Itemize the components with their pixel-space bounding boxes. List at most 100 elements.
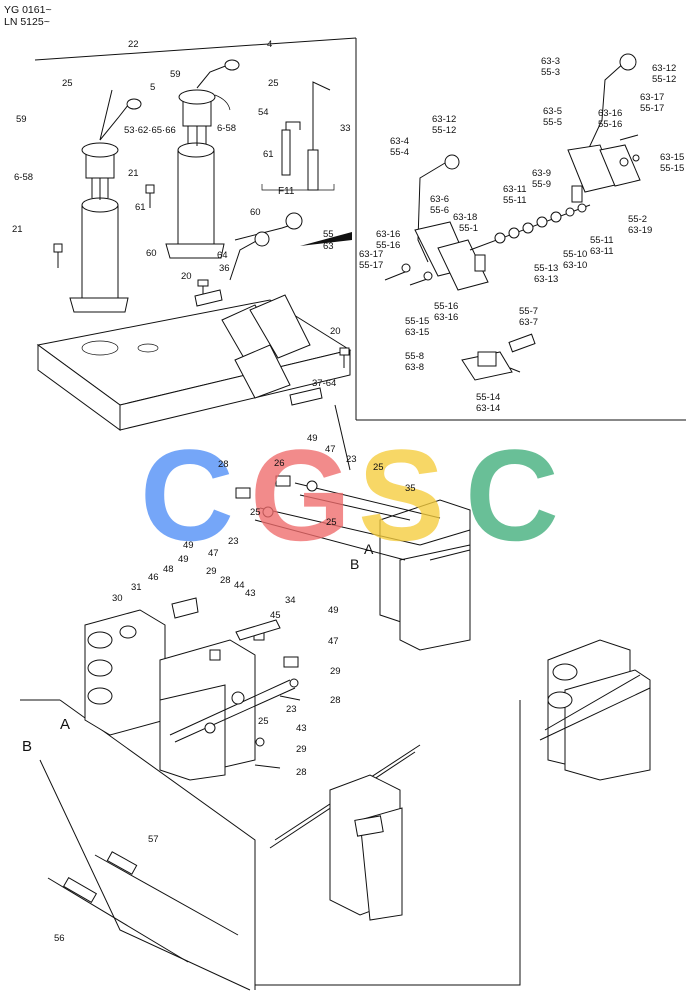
callout: 6-58: [217, 123, 236, 134]
callout: 63-19: [628, 225, 652, 236]
callout: 55-3: [541, 67, 560, 78]
watermark-letter-3: S: [358, 422, 445, 568]
callout: 25: [373, 462, 384, 473]
callout: 25: [62, 78, 73, 89]
callout: 61: [263, 149, 274, 160]
callout: 63-6: [430, 194, 449, 205]
callout: 63-10: [563, 260, 587, 271]
callout: 63-15: [405, 327, 429, 338]
section-marks: A B A B: [22, 541, 374, 755]
callout: 34: [285, 595, 296, 606]
callout: 35: [405, 483, 416, 494]
callout: 49: [328, 605, 339, 616]
callout: 43: [245, 588, 256, 599]
callout: 29: [330, 666, 341, 677]
section-mark-b-upper: B: [350, 556, 359, 572]
callout: 63-4: [390, 136, 409, 147]
callout: 55-16: [376, 240, 400, 251]
model-code-line2: LN 5125~: [4, 16, 50, 28]
callout: 48: [163, 564, 174, 575]
callout: 64: [217, 250, 228, 261]
callout: 63-18: [453, 212, 477, 223]
callout: 63-15: [660, 152, 684, 163]
callout: 63-13: [534, 274, 558, 285]
callout: 23: [286, 704, 297, 715]
callout: 55-12: [652, 74, 676, 85]
callout: 55-17: [640, 103, 664, 114]
callout: 33: [340, 123, 351, 134]
callout: 55-15: [660, 163, 684, 174]
callout: 55-13: [534, 263, 558, 274]
callout: 59: [170, 69, 181, 80]
callout: 28: [218, 459, 229, 470]
watermark-letter-4: C: [465, 422, 559, 568]
callout: 29: [296, 744, 307, 755]
callout: 28: [330, 695, 341, 706]
callout: 63-16: [598, 108, 622, 119]
callout: 55-2: [628, 214, 647, 225]
callout: 55-8: [405, 351, 424, 362]
callout: 63-12: [652, 63, 676, 74]
callout: 49: [183, 540, 194, 551]
callouts-lower: 49 47 23 25 28 26 35 25 49 47 23 25 34 4…: [54, 433, 416, 944]
watermark-letter-2: G: [250, 422, 351, 568]
callout: 55-11: [590, 235, 614, 246]
callouts-left: 22 4 5 59 25 25 59 53·62·65·66 6-58 6-58…: [12, 39, 351, 389]
callout: 4: [267, 39, 272, 50]
callout: 45: [270, 610, 281, 621]
cable-assembly: [47, 475, 651, 963]
callout: 55-10: [563, 249, 587, 260]
callout: 28: [296, 767, 307, 778]
callout: 55: [323, 229, 334, 240]
callout: 63-11: [590, 246, 614, 257]
callout: 47: [328, 636, 339, 647]
callouts-inset: 63-3 55-3 63-12 55-12 63-17 55-17 63-16 …: [359, 56, 684, 414]
callout: 63-16: [434, 312, 458, 323]
watermark: C G S C: [140, 422, 559, 568]
callout: 55-12: [432, 125, 456, 136]
callout: 25: [258, 716, 269, 727]
callout: 37-64: [312, 378, 336, 389]
callout: 63-7: [519, 317, 538, 328]
callout: 5: [150, 82, 155, 93]
callout: 36: [219, 263, 230, 274]
callout: 22: [128, 39, 139, 50]
callout: 20: [181, 271, 192, 282]
section-mark-a: A: [60, 716, 70, 733]
callout: 63-17: [359, 249, 383, 260]
callout: 55-4: [390, 147, 409, 158]
callout: 55-14: [476, 392, 500, 403]
callout: 44: [234, 580, 245, 591]
callout: 63-12: [432, 114, 456, 125]
callout: 55-9: [532, 179, 551, 190]
frame-lines: [20, 37, 686, 991]
callout: 63-5: [543, 106, 562, 117]
inset-lever-detail: [300, 53, 641, 381]
watermark-letter-1: C: [140, 422, 234, 568]
callout: 57: [148, 834, 159, 845]
callout: 55-16: [434, 301, 458, 312]
callout: 54: [258, 107, 269, 118]
callout: 60: [146, 248, 157, 259]
callout: 63-3: [541, 56, 560, 67]
callout: 63-16: [376, 229, 400, 240]
callout: 31: [131, 582, 142, 593]
model-code-line1: YG 0161~: [4, 4, 52, 16]
callout: 55-5: [543, 117, 562, 128]
callout: 61: [135, 202, 146, 213]
callout: 63-14: [476, 403, 500, 414]
callout: 21: [12, 224, 23, 235]
callout: 26: [274, 458, 285, 469]
callout: 55-16: [598, 119, 622, 130]
callout: 23: [228, 536, 239, 547]
callout: 47: [325, 444, 336, 455]
callout: 47: [208, 548, 219, 559]
left-lever-assembly: [36, 59, 352, 431]
callout: 55-15: [405, 316, 429, 327]
callout: 60: [250, 207, 261, 218]
callout: 56: [54, 933, 65, 944]
callout: 63-9: [532, 168, 551, 179]
callout: 43: [296, 723, 307, 734]
section-mark-b: B: [22, 738, 32, 755]
